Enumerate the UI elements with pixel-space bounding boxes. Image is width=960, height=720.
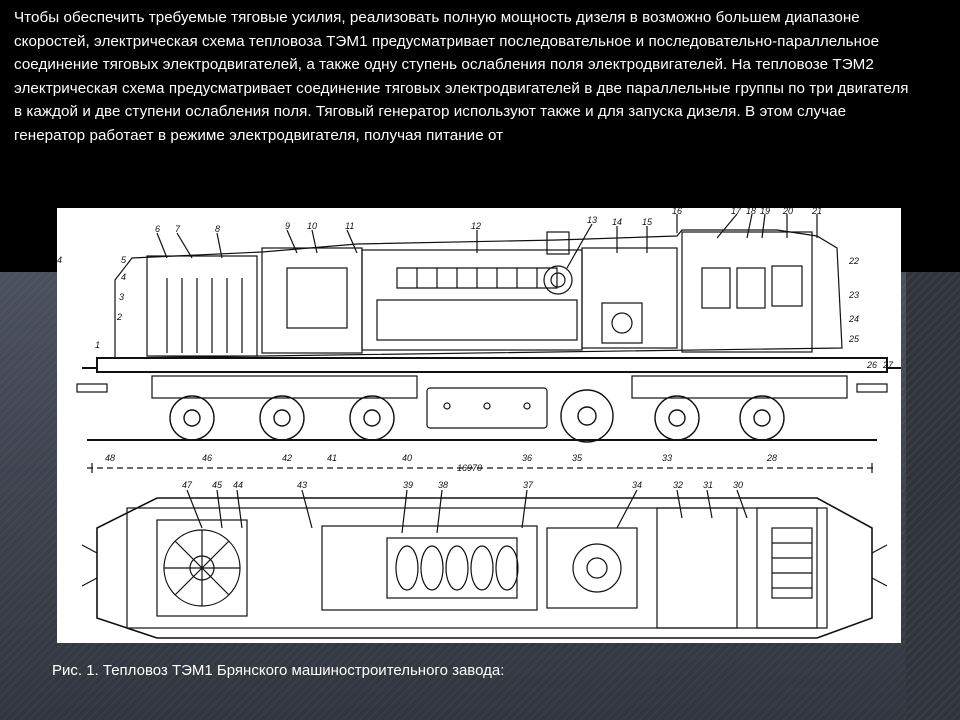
callout-15: 15 bbox=[642, 217, 653, 227]
callout-22: 22 bbox=[848, 256, 859, 266]
callout-36: 36 bbox=[522, 453, 532, 463]
callout-39: 39 bbox=[403, 480, 413, 490]
callout-37: 37 bbox=[523, 480, 534, 490]
callout-18: 18 bbox=[746, 208, 756, 216]
callout-11: 11 bbox=[345, 221, 354, 231]
overall-length-dimension: 16970 bbox=[457, 463, 482, 473]
callout-26: 26 bbox=[866, 360, 877, 370]
callout-23: 23 bbox=[848, 290, 859, 300]
callout-8: 8 bbox=[215, 224, 220, 234]
callout-13: 13 bbox=[587, 215, 597, 225]
callout-24: 24 bbox=[848, 314, 859, 324]
callout-46: 46 bbox=[202, 453, 212, 463]
callout-42: 42 bbox=[282, 453, 292, 463]
callout-32: 32 bbox=[673, 480, 683, 490]
callout-2: 2 bbox=[116, 312, 122, 322]
locomotive-drawing: 6 7 8 9 10 11 12 13 14 15 16 17 18 19 20… bbox=[57, 208, 901, 643]
callout-20: 20 bbox=[782, 208, 793, 216]
callout-4: 4 bbox=[121, 272, 126, 282]
callout-34: 34 bbox=[632, 480, 642, 490]
callout-33: 33 bbox=[662, 453, 672, 463]
callout-28: 28 bbox=[766, 453, 777, 463]
callout-25: 25 bbox=[848, 334, 860, 344]
right-decorative-strip bbox=[906, 272, 960, 720]
callout-9: 9 bbox=[285, 221, 290, 231]
callout-41: 41 bbox=[327, 453, 337, 463]
callout-48: 48 bbox=[105, 453, 115, 463]
callout-44: 44 bbox=[233, 480, 243, 490]
callout-43: 43 bbox=[297, 480, 307, 490]
callout-27: 27 bbox=[882, 360, 894, 370]
callout-35: 35 bbox=[572, 453, 583, 463]
callout-16: 16 bbox=[672, 208, 682, 216]
callout-7: 7 bbox=[175, 224, 181, 234]
callout-21: 21 bbox=[811, 208, 822, 216]
callout-31: 31 bbox=[703, 480, 713, 490]
callout-14: 14 bbox=[612, 217, 622, 227]
slide-body-text: Чтобы обеспечить требуемые тяговые усили… bbox=[14, 9, 909, 144]
callout-6: 6 bbox=[155, 224, 160, 234]
callout-38: 38 bbox=[438, 480, 448, 490]
callout-40: 40 bbox=[402, 453, 412, 463]
callout-5: 5 bbox=[121, 255, 127, 265]
callout-12: 12 bbox=[471, 221, 481, 231]
callout-45: 45 bbox=[212, 480, 223, 490]
callout-10: 10 bbox=[307, 221, 317, 231]
figure-caption: Рис. 1. Тепловоз ТЭМ1 Брянского машиност… bbox=[52, 662, 505, 679]
callout-30: 30 bbox=[733, 480, 743, 490]
callout-3: 3 bbox=[119, 292, 124, 302]
callout-17: 17 bbox=[731, 208, 742, 216]
edge-mark: 4 bbox=[57, 255, 62, 265]
callout-1: 1 bbox=[95, 340, 100, 350]
callout-19: 19 bbox=[760, 208, 770, 216]
callout-47: 47 bbox=[182, 480, 193, 490]
